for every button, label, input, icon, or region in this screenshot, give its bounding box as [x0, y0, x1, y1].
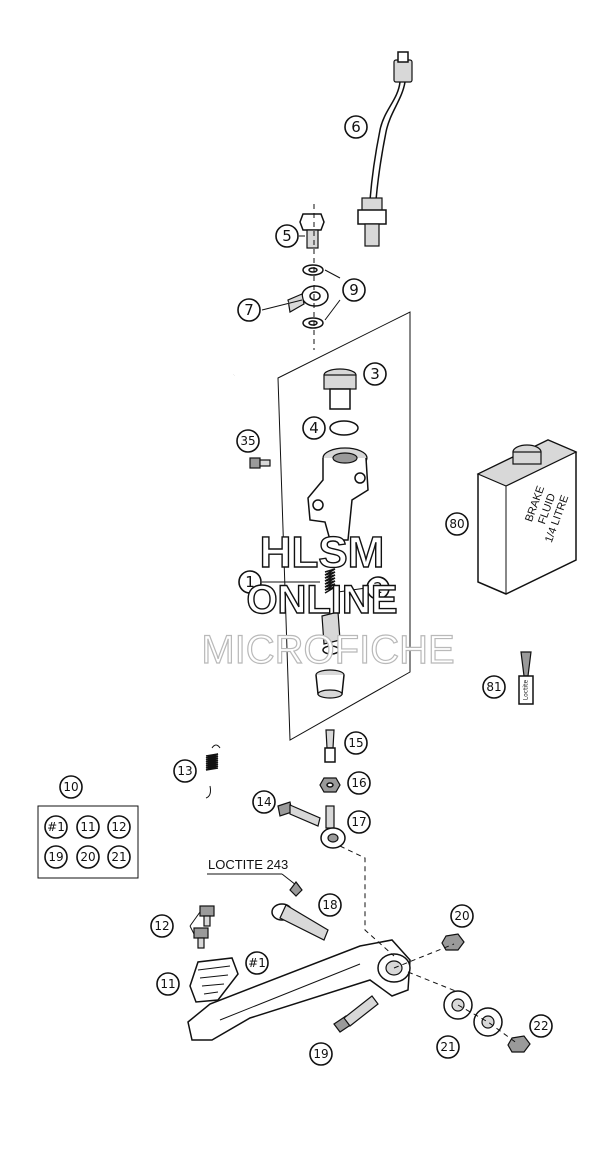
svg-text:11: 11 [80, 820, 95, 834]
callout-5: 5 [275, 224, 299, 248]
master-cylinder-body [307, 447, 369, 541]
screw-35 [249, 457, 271, 469]
svg-text:6: 6 [351, 118, 361, 136]
loctite-drop [289, 881, 303, 897]
callout-10: 10 [59, 775, 83, 799]
callout-11: 11 [156, 972, 180, 996]
svg-text:12: 12 [154, 919, 169, 933]
clevis [320, 805, 346, 849]
callout-2: 2 [366, 576, 390, 600]
pivot-bolt [271, 903, 329, 941]
callout-12: 12 [150, 914, 174, 938]
kit-item-12: 12 [107, 815, 131, 839]
kit-item-1: #1 [44, 815, 68, 839]
watermark-line2: ONLINE [246, 578, 397, 622]
piston-spring [321, 568, 341, 655]
callout-80: 80 [445, 512, 469, 536]
nut-20 [441, 933, 465, 951]
svg-text:11: 11 [160, 977, 175, 991]
watermark-line1: HLSM [260, 528, 385, 577]
pedal-tip [189, 957, 239, 1003]
svg-text:12: 12 [111, 820, 126, 834]
svg-text:20: 20 [454, 909, 469, 923]
callout-19: 19 [309, 1042, 333, 1066]
svg-text:19: 19 [48, 850, 63, 864]
callout-1: 1 [238, 570, 262, 594]
brake-light-switch [357, 51, 413, 247]
sealing-washers [302, 264, 324, 329]
svg-text:#1: #1 [248, 956, 266, 970]
assembly-lines [313, 204, 519, 1045]
callout-9: 9 [342, 278, 366, 302]
bearings [443, 990, 503, 1037]
svg-text:19: 19 [313, 1047, 328, 1061]
svg-text:2: 2 [373, 579, 383, 597]
lock-nut [319, 777, 341, 793]
callout-17: 17 [347, 810, 371, 834]
svg-text:#1: #1 [47, 820, 65, 834]
reservoir-cap [323, 368, 357, 410]
callout-18: 18 [318, 893, 342, 917]
svg-text:3: 3 [370, 365, 380, 383]
brake-hose [232, 285, 329, 376]
leader-lines [189, 235, 367, 935]
callout-16: 16 [347, 771, 371, 795]
kit-item-20: 20 [76, 845, 100, 869]
kit-item-11: 11 [76, 815, 100, 839]
bolt-14 [277, 801, 321, 827]
callout-3: 3 [363, 362, 387, 386]
callout-20: 20 [450, 904, 474, 928]
nut-22 [507, 1035, 531, 1053]
master-cylinder-frame [277, 311, 411, 741]
banjo-bolt [299, 213, 325, 249]
brake-fluid-bottle [476, 439, 578, 595]
svg-text:18: 18 [322, 898, 337, 912]
watermark-line3: MICROFICHE [201, 628, 454, 672]
callout-81: 81 [482, 675, 506, 699]
svg-text:22: 22 [533, 1019, 548, 1033]
svg-text:10: 10 [63, 780, 78, 794]
svg-text:21: 21 [440, 1040, 455, 1054]
callout-13: 13 [173, 759, 197, 783]
svg-text:17: 17 [351, 815, 366, 829]
return-spring [205, 744, 221, 799]
loctite-tube [518, 651, 534, 705]
svg-text:16: 16 [351, 776, 366, 790]
callout-4: 4 [302, 416, 326, 440]
callout-21: 21 [436, 1035, 460, 1059]
svg-text:7: 7 [244, 301, 254, 319]
svg-text:21: 21 [111, 850, 126, 864]
callout-22: 22 [529, 1014, 553, 1038]
kit-item-21: 21 [107, 845, 131, 869]
svg-text:15: 15 [348, 736, 363, 750]
svg-text:4: 4 [309, 419, 319, 437]
svg-text:13: 13 [177, 764, 192, 778]
kit-item-19: 19 [44, 845, 68, 869]
loctite-note: LOCTITE 243 [208, 857, 288, 872]
svg-text:9: 9 [349, 281, 359, 299]
callout-35: 35 [236, 429, 260, 453]
svg-text:5: 5 [282, 227, 292, 245]
bolt-19 [333, 995, 379, 1033]
svg-text:20: 20 [80, 850, 95, 864]
svg-text:80: 80 [449, 517, 464, 531]
tube-label: Loctite [523, 680, 530, 701]
callout-6: 6 [344, 115, 368, 139]
screws-12 [193, 905, 215, 949]
dust-boot [315, 669, 345, 699]
callout-7: 7 [237, 298, 261, 322]
callout-14: 14 [252, 790, 276, 814]
svg-text:81: 81 [486, 680, 501, 694]
kit-box [37, 805, 139, 879]
callout-pedal: #1 [245, 951, 269, 975]
o-ring [329, 420, 359, 436]
callout-15: 15 [344, 731, 368, 755]
pushrod [324, 729, 336, 763]
svg-text:14: 14 [256, 795, 271, 809]
svg-text:35: 35 [240, 434, 255, 448]
svg-text:1: 1 [245, 573, 255, 591]
